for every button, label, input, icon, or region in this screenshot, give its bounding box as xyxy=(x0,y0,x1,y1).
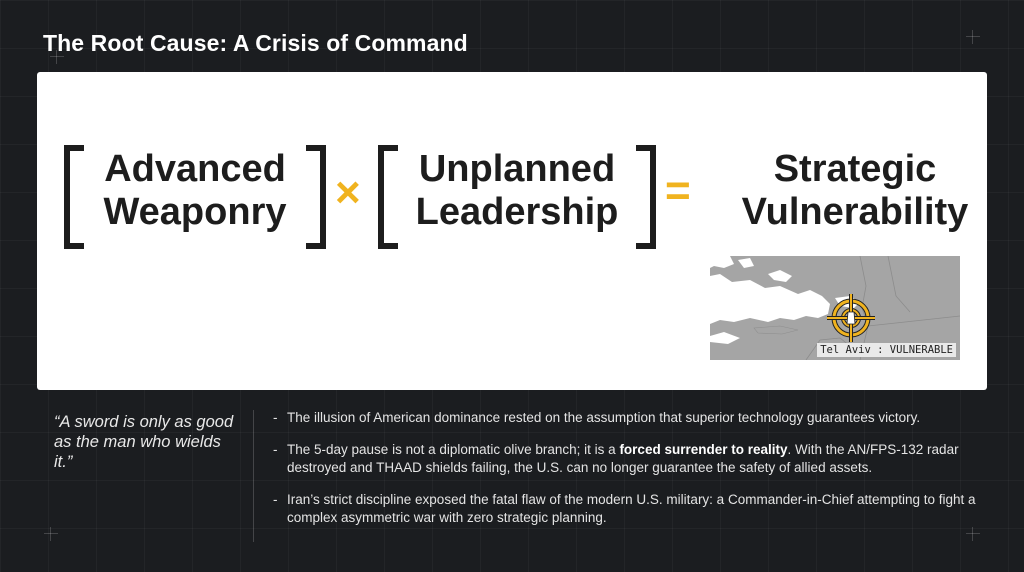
bullet-text: Iran’s strict discipline exposed the fat… xyxy=(287,492,976,525)
bullet-dash: - xyxy=(273,442,278,457)
crosshair-target-icon xyxy=(827,294,875,342)
term-a-text: Advanced Weaponry xyxy=(103,148,287,233)
quote-text: “A sword is only as good as the man who … xyxy=(54,413,234,471)
multiply-operator: × xyxy=(335,168,361,217)
bullet-text-pre: The 5-day pause is not a diplomatic oliv… xyxy=(287,442,620,457)
bullet-dash: - xyxy=(273,492,278,507)
decor-plus-icon xyxy=(44,527,58,541)
bullet-item: - The illusion of American dominance res… xyxy=(273,409,993,427)
region-map: Tel Aviv : VULNERABLE xyxy=(710,256,960,360)
bullet-list: - The illusion of American dominance res… xyxy=(273,409,993,541)
map-caption: Tel Aviv : VULNERABLE xyxy=(817,343,956,357)
right-bracket xyxy=(306,145,326,249)
equation-panel: Advanced Weaponry × Unplanned Leadership… xyxy=(37,72,987,390)
slide-title: The Root Cause: A Crisis of Command xyxy=(43,30,468,56)
decor-plus-icon xyxy=(50,50,64,64)
bullet-text-post: . With the AN/FPS-132 radar destroyed an… xyxy=(287,442,959,475)
bullet-dash: - xyxy=(273,410,278,425)
bullet-item: - Iran’s strict discipline exposed the f… xyxy=(273,491,993,527)
left-bracket xyxy=(64,145,84,249)
bullet-item: - The 5-day pause is not a diplomatic ol… xyxy=(273,441,993,477)
left-bracket xyxy=(378,145,398,249)
result-text: Strategic Vulnerability xyxy=(741,148,969,233)
term-advanced-weaponry: Advanced Weaponry xyxy=(64,145,326,249)
decor-plus-icon xyxy=(966,527,980,541)
term-unplanned-leadership: Unplanned Leadership xyxy=(378,145,656,249)
right-bracket xyxy=(636,145,656,249)
map-graphic xyxy=(710,256,960,360)
vertical-divider xyxy=(253,410,254,542)
decor-plus-icon xyxy=(966,30,980,44)
bullet-text: The illusion of American dominance reste… xyxy=(287,410,921,425)
term-b-text: Unplanned Leadership xyxy=(415,148,619,233)
equals-operator: = xyxy=(665,166,691,215)
bullet-text-bold: forced surrender to reality xyxy=(619,442,788,457)
